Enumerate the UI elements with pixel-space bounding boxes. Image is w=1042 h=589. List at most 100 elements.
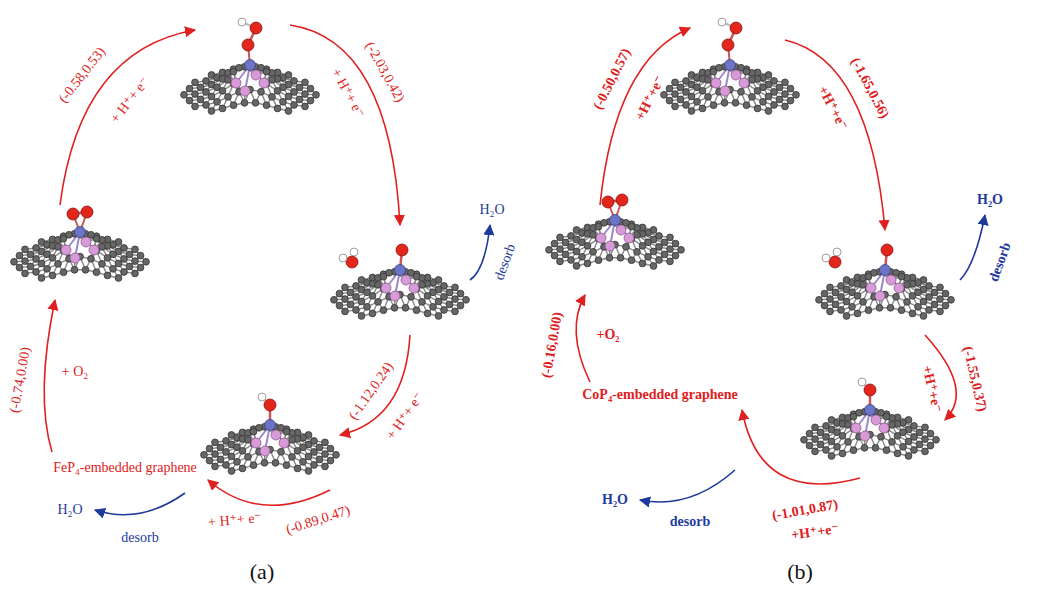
graphene-structure (201, 393, 340, 474)
carbon-atom (336, 290, 343, 297)
carbon-atom (60, 235, 67, 242)
carbon-atom (413, 307, 420, 314)
carbon-atom (828, 453, 835, 460)
carbon-atom (721, 99, 728, 106)
desorb-arrow (640, 470, 735, 502)
carbon-atom (252, 99, 259, 106)
carbon-atom (832, 301, 839, 308)
phosphorus-atom (381, 283, 391, 293)
carbon-atom (843, 313, 850, 320)
carbon-atom (99, 260, 106, 267)
carbon-atom (192, 91, 199, 98)
desorb-arrow (95, 493, 185, 515)
carbon-atom (380, 307, 387, 314)
reaction-arrow (208, 480, 330, 505)
carbon-atom (827, 284, 834, 291)
carbon-atom (413, 273, 420, 280)
phosphorus-atom (401, 275, 411, 285)
carbon-atom (806, 430, 813, 437)
carbon-atom (839, 450, 846, 457)
carbon-atom (327, 445, 334, 452)
reaction-arrows (44, 25, 956, 505)
carbon-atom (358, 298, 365, 305)
carbon-atom (889, 438, 896, 445)
carbon-atom (263, 102, 270, 109)
carbon-atom (228, 468, 235, 475)
carbon-atom (307, 85, 314, 92)
phosphorus-atom (875, 291, 885, 301)
metal-atom (880, 265, 891, 276)
carbon-atom (424, 292, 431, 299)
carbon-atom (683, 102, 690, 109)
carbon-atom (289, 453, 296, 460)
phosphorus-atom (894, 283, 904, 293)
carbon-atom (225, 93, 232, 100)
carbon-atom (38, 275, 45, 282)
carbon-atom (305, 453, 312, 460)
reaction-arrow (742, 410, 860, 484)
carbon-atom (457, 302, 464, 309)
carbon-atom (269, 93, 276, 100)
carbon-atom (760, 98, 767, 105)
carbon-atom (782, 91, 789, 98)
carbon-atom (212, 439, 219, 446)
carbon-atom (872, 444, 879, 451)
carbon-atom (666, 85, 673, 92)
carbon-atom (876, 304, 883, 311)
carbon-atom (206, 457, 213, 464)
carbon-atom (322, 451, 329, 458)
carbon-atom (353, 307, 360, 314)
carbon-atom (342, 296, 349, 303)
phosphorus-atom (851, 423, 861, 433)
carbon-atom (937, 284, 944, 291)
carbon-atom (126, 263, 133, 270)
carbon-atom (250, 428, 257, 435)
carbon-atom (60, 269, 67, 276)
carbon-atom (104, 254, 111, 261)
carbon-atom (132, 258, 139, 265)
carbon-atom (787, 85, 794, 92)
carbon-atom (333, 451, 340, 458)
carbon-atom (239, 465, 246, 472)
carbon-atom (817, 441, 824, 448)
phosphorus-atom (731, 70, 741, 80)
carbon-atom (782, 103, 789, 110)
phosphorus-atom (81, 237, 91, 247)
carbon-atom (931, 301, 938, 308)
oxygen-atom (730, 22, 742, 34)
carbon-atom (894, 432, 901, 439)
graphene-structure (546, 194, 685, 269)
oxygen-atom (81, 206, 93, 218)
carbon-atom (38, 260, 45, 267)
carbon-atom (699, 105, 706, 112)
carbon-atom (291, 102, 298, 109)
reaction-arrow (785, 40, 885, 230)
carbon-atom (765, 93, 772, 100)
carbon-atom (452, 296, 459, 303)
carbon-atom (688, 108, 695, 115)
carbon-atom (208, 93, 215, 100)
oxygen-atom (250, 22, 262, 34)
carbon-atom (137, 252, 144, 259)
carbon-atom (861, 444, 868, 451)
carbon-atom (342, 308, 349, 315)
carbon-atom (887, 304, 894, 311)
carbon-atom (933, 436, 940, 443)
carbon-atom (672, 103, 679, 110)
hydrogen-atom (718, 18, 726, 26)
carbon-atom (883, 447, 890, 454)
hydrogen-atom (238, 18, 246, 26)
carbon-atom (900, 443, 907, 450)
carbon-atom (258, 88, 265, 95)
carbon-atom (904, 298, 911, 305)
carbon-atom (942, 290, 949, 297)
carbon-atom (937, 308, 944, 315)
oxygen-atom (242, 39, 254, 51)
carbon-atom (313, 91, 320, 98)
carbon-atom (905, 453, 912, 460)
carbon-atom (71, 266, 78, 273)
carbon-atom (234, 458, 241, 465)
carbon-atom (893, 293, 900, 300)
carbon-atom (424, 310, 431, 317)
